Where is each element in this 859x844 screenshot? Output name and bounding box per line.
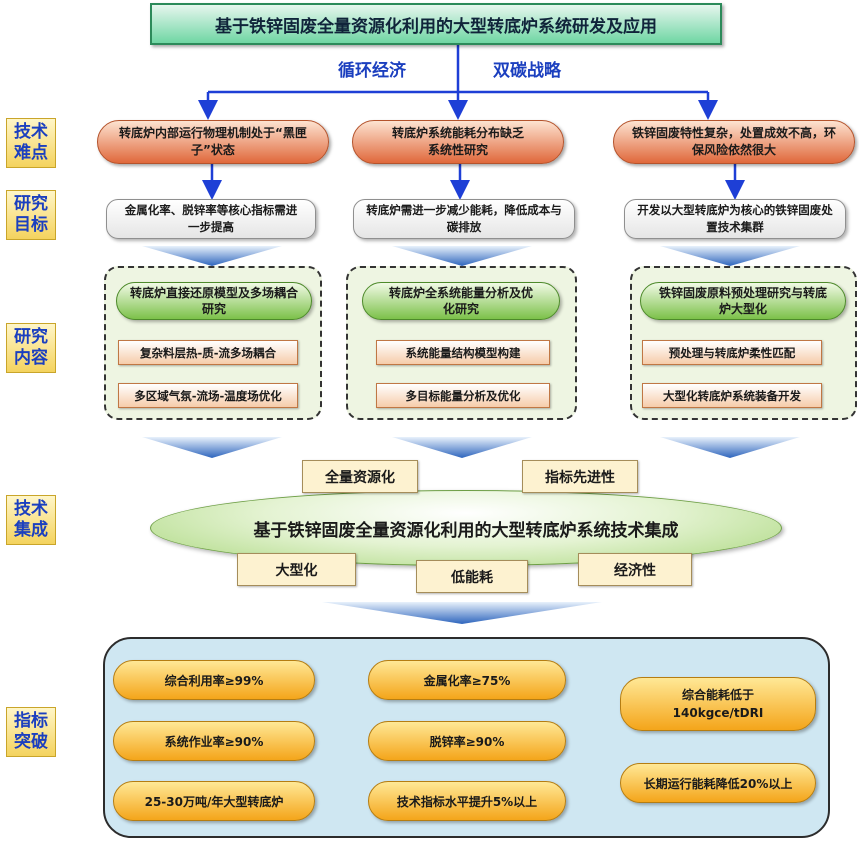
metric-capacity: 25-30万吨/年大型转底炉 xyxy=(113,781,315,821)
theme-dual-carbon: 双碳战略 xyxy=(493,61,561,81)
research-head-text-2: 转底炉全系统能量分析及优化研究 xyxy=(389,286,534,316)
difficulty-text-3: 铁锌固废特性复杂，处置成效不高，环保风险依然很大 xyxy=(632,126,837,157)
research-item-2-1: 系统能量结构模型构建 xyxy=(376,340,550,365)
difficulty-box-2: 转底炉系统能耗分布缺乏系统性研究 xyxy=(352,120,564,164)
goal-text-3: 开发以大型转底炉为核心的铁锌固废处置技术集群 xyxy=(637,203,833,234)
chevron-content-integration-left xyxy=(142,437,282,458)
metric-energy-reduction: 长期运行能耗降低20%以上 xyxy=(620,763,816,803)
metric-operation-rate: 系统作业率≥90% xyxy=(113,721,315,761)
side-label-difficulty-text: 技术难点 xyxy=(14,122,48,163)
side-label-integration: 技术集成 xyxy=(6,495,56,545)
goal-box-1: 金属化率、脱锌率等核心指标需进一步提高 xyxy=(106,199,316,239)
goal-text-2: 转底炉需进一步减少能耗，降低成本与碳排放 xyxy=(366,203,562,234)
goal-box-2: 转底炉需进一步减少能耗，降低成本与碳排放 xyxy=(353,199,575,239)
difficulty-text-2: 转底炉系统能耗分布缺乏系统性研究 xyxy=(391,126,524,157)
metric-energy-consumption: 综合能耗低于140kgce/tDRI xyxy=(620,677,816,731)
chevron-content-integration-right xyxy=(660,437,800,458)
difficulty-box-3: 铁锌固废特性复杂，处置成效不高，环保风险依然很大 xyxy=(613,120,855,164)
chevron-goal-content-right xyxy=(660,246,800,266)
research-head-text-3: 铁锌固废原料预处理研究与转底炉大型化 xyxy=(658,286,827,316)
side-label-content: 研究内容 xyxy=(6,323,56,373)
metric-metallization: 金属化率≥75% xyxy=(368,660,566,700)
side-label-goal-text: 研究目标 xyxy=(14,194,48,235)
tag-large-scale: 大型化 xyxy=(237,553,356,586)
side-label-difficulty: 技术难点 xyxy=(6,118,56,168)
side-label-breakthrough: 指标突破 xyxy=(6,707,56,757)
tag-advanced-indicators: 指标先进性 xyxy=(522,460,638,493)
research-head-2: 转底炉全系统能量分析及优化研究 xyxy=(362,282,560,320)
research-item-3-1: 预处理与转底炉柔性匹配 xyxy=(642,340,822,365)
side-label-breakthrough-text: 指标突破 xyxy=(14,711,48,752)
difficulty-box-1: 转底炉内部运行物理机制处于“黑匣子”状态 xyxy=(97,120,329,164)
chevron-goal-content-left xyxy=(142,246,282,266)
main-title: 基于铁锌固废全量资源化利用的大型转底炉系统研发及应用 xyxy=(150,3,722,45)
research-head-1: 转底炉直接还原模型及多场耦合研究 xyxy=(116,282,312,320)
chevron-content-integration-middle xyxy=(392,437,532,458)
research-item-1-1: 复杂料层热-质-流多场耦合 xyxy=(118,340,298,365)
research-item-1-2: 多区域气氛-流场-温度场优化 xyxy=(118,383,298,408)
side-label-goal: 研究目标 xyxy=(6,190,56,240)
research-head-text-1: 转底炉直接还原模型及多场耦合研究 xyxy=(130,286,299,316)
research-head-3: 铁锌固废原料预处理研究与转底炉大型化 xyxy=(640,282,846,320)
chevron-goal-content-middle xyxy=(392,246,532,266)
goal-text-1: 金属化率、脱锌率等核心指标需进一步提高 xyxy=(124,203,298,234)
metric-improvement: 技术指标水平提升5%以上 xyxy=(368,781,566,821)
tag-economy: 经济性 xyxy=(578,553,692,586)
tag-full-resource: 全量资源化 xyxy=(302,460,418,493)
side-label-integration-text: 技术集成 xyxy=(14,499,48,540)
metric-energy-consumption-text: 综合能耗低于140kgce/tDRI xyxy=(672,688,764,720)
metric-utilization: 综合利用率≥99% xyxy=(113,660,315,700)
goal-box-3: 开发以大型转底炉为核心的铁锌固废处置技术集群 xyxy=(624,199,846,239)
research-item-3-2: 大型化转底炉系统装备开发 xyxy=(642,383,822,408)
research-item-2-2: 多目标能量分析及优化 xyxy=(376,383,550,408)
metric-dezincification: 脱锌率≥90% xyxy=(368,721,566,761)
chevron-integration-metrics xyxy=(322,602,602,624)
difficulty-text-1: 转底炉内部运行物理机制处于“黑匣子”状态 xyxy=(119,126,307,157)
tag-low-energy: 低能耗 xyxy=(416,560,528,593)
side-label-content-text: 研究内容 xyxy=(14,327,48,368)
theme-circular-economy: 循环经济 xyxy=(338,61,406,81)
